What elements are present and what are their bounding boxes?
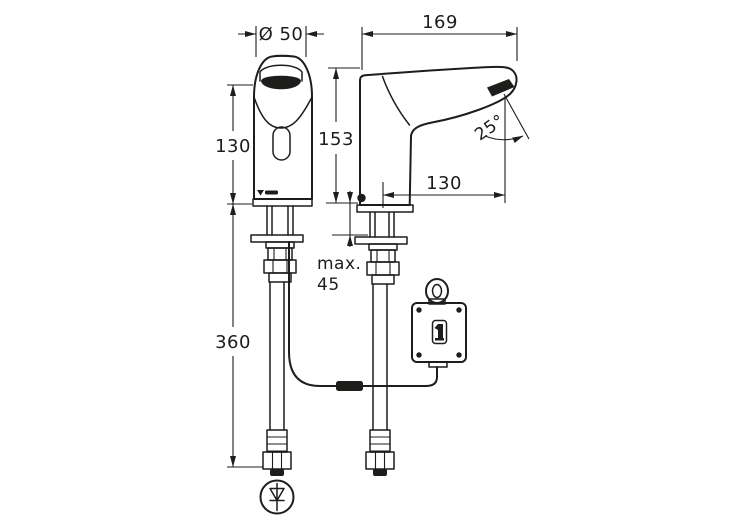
side-body-seam-curve (381, 75, 411, 126)
front-supply-hose (269, 281, 285, 431)
front-base-band (252, 198, 313, 207)
control-box-label (431, 319, 448, 345)
control-box-bottom-tab (428, 361, 448, 368)
arrowhead (347, 235, 353, 246)
corner-screws (416, 307, 462, 358)
side-base-band (356, 204, 414, 213)
arrowhead (506, 31, 517, 37)
hanging-loop-hole (431, 283, 443, 299)
dim-spout-reach-label: 130 (426, 173, 462, 194)
side-water-outlet-dark (487, 79, 515, 97)
control-box-label-icon (434, 324, 444, 341)
control-box-cable (361, 366, 438, 387)
side-hose-end-fitting (365, 429, 395, 476)
arrowhead (333, 68, 339, 79)
side-underdeck-assembly (354, 211, 408, 476)
arrowhead (245, 31, 256, 37)
dim-hose-length-label: 360 (215, 332, 251, 353)
front-underdeck-assembly (250, 205, 304, 476)
side-mounting-nut (366, 261, 400, 276)
side-nut-facets (375, 262, 391, 275)
arrowhead (362, 31, 373, 37)
side-body-spout-outline (359, 65, 518, 206)
cable-plug-connector (336, 381, 363, 391)
dim-top-diameter: Ø 50 (238, 24, 324, 57)
side-view (354, 65, 518, 476)
dim-hose-length: 360 (215, 204, 263, 468)
side-washer-plate (354, 236, 408, 245)
front-sensor-window-dark (261, 75, 301, 90)
control-box (411, 278, 467, 368)
arrowhead (230, 456, 236, 467)
arrowhead (333, 192, 339, 203)
check-valve-icon (259, 479, 295, 515)
side-fitting-facets (376, 250, 390, 262)
arrowhead (306, 31, 317, 37)
front-nut-facets (272, 260, 288, 273)
side-supply-hose (372, 283, 388, 431)
front-hose-end-fitting (262, 429, 292, 476)
front-top-rim (259, 64, 303, 82)
dim-spout-length-label: 169 (422, 12, 458, 33)
side-fitting-lower (371, 274, 395, 285)
connection-cable (288, 241, 438, 391)
arrowhead (230, 204, 236, 215)
arrowhead (230, 85, 236, 96)
front-body-outline (253, 54, 313, 200)
dim-front-height: 130 (215, 84, 253, 205)
arrowhead (494, 192, 505, 198)
side-spacer-block (368, 243, 398, 251)
arrowhead (512, 135, 524, 143)
dim-side-height-label: 153 (318, 129, 354, 150)
front-sensor-pill-window (272, 126, 291, 161)
front-shank-tubes (266, 205, 294, 236)
arrowhead (230, 193, 236, 204)
dimension-annotations: Ø 50 169 153 130 (215, 12, 530, 468)
dim-top-diameter-label: Ø 50 (259, 24, 304, 45)
front-fitting-lower (268, 272, 292, 283)
front-fitting-facets (273, 248, 287, 260)
dim-deck-thickness-value: 45 (317, 275, 340, 295)
side-fitting-upper (370, 249, 396, 263)
side-sensor-led-dot (357, 193, 366, 203)
faucet-sensor-cable (288, 241, 338, 387)
dim-spout-reach: 130 (382, 96, 506, 208)
front-view (250, 54, 313, 476)
dim-deck-thickness: max. 45 (317, 191, 368, 295)
front-bowl-curve (253, 96, 313, 129)
dim-spout-length: 169 (361, 12, 518, 70)
dim-deck-thickness-prefix: max. (317, 254, 361, 274)
side-shank-tubes (369, 211, 395, 238)
arrowhead (383, 192, 394, 198)
front-mounting-nut (263, 259, 297, 274)
front-washer-plate (250, 234, 304, 243)
dim-side-height: 153 (318, 67, 360, 204)
dim-front-height-label: 130 (215, 136, 251, 157)
arrowhead (347, 192, 353, 203)
brand-logo-mark (257, 190, 278, 196)
